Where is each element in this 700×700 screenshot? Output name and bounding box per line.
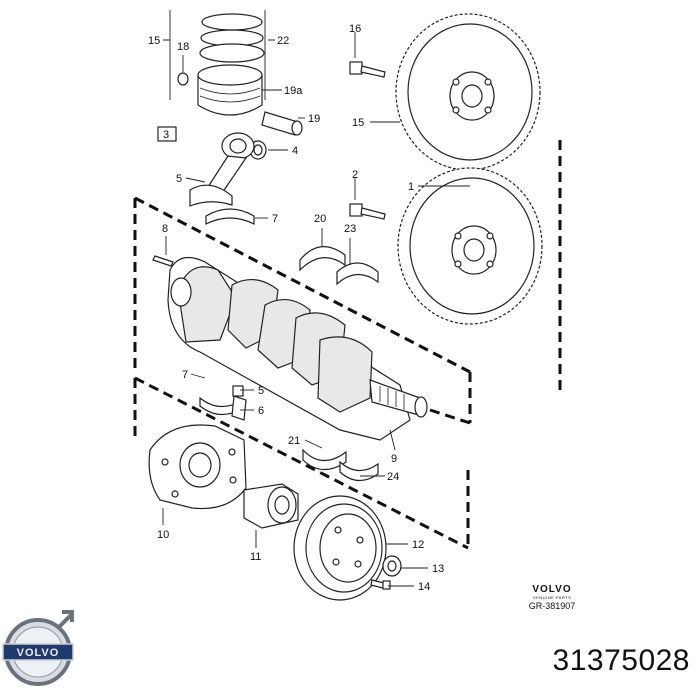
callout-4: 4 xyxy=(292,145,298,157)
crankshaft-group-outline xyxy=(133,196,472,425)
crank-pulley xyxy=(293,495,387,601)
svg-text:VOLVO: VOLVO xyxy=(17,647,60,659)
flywheel-upper xyxy=(395,13,541,171)
main-bearing-lower xyxy=(302,448,347,471)
leader-lines xyxy=(162,32,470,587)
callout-2: 2 xyxy=(352,169,358,181)
part-number: 31375028 xyxy=(552,644,690,677)
callout-7: 7 xyxy=(272,213,278,225)
callout-20: 22 xyxy=(277,35,289,47)
callout-9: 9 xyxy=(391,453,397,465)
callout-13: 13 xyxy=(432,563,444,575)
lower-group-outline xyxy=(133,376,470,550)
cap-bolt xyxy=(231,385,247,421)
callout-19: 19 xyxy=(308,113,320,125)
callout-14: 14 xyxy=(418,581,430,593)
callout-15: 15 xyxy=(352,117,364,129)
callout-8: 8 xyxy=(162,223,168,235)
callout-6: 6 xyxy=(258,405,264,417)
piston-pin-clip xyxy=(177,72,189,86)
thrust-bearing-lower xyxy=(339,460,379,482)
dowel-pin xyxy=(152,255,174,267)
callout-19a: 19a xyxy=(284,85,303,97)
flywheel-lower xyxy=(397,167,543,325)
callout-23: 23 xyxy=(344,223,356,235)
connecting-rod xyxy=(189,132,255,207)
callout-18: 18 xyxy=(177,41,189,53)
callout-21: 20 xyxy=(314,213,326,225)
brand-block: VOLVO GENUINE PARTS GR-381907 xyxy=(512,584,592,612)
reference-code: GR-381907 xyxy=(528,601,576,611)
callout-7-lower: 7 xyxy=(182,369,188,381)
main-bearing-upper xyxy=(299,246,346,272)
callout-16: 16 xyxy=(349,23,361,35)
callout-1: 1 xyxy=(408,181,414,193)
callout-5: 5 xyxy=(176,173,182,185)
piston xyxy=(197,64,263,116)
callout-24: 24 xyxy=(387,471,399,483)
callout-17: 15 xyxy=(148,35,160,47)
callout-12: 12 xyxy=(412,539,424,551)
flywheel-bolt-upper xyxy=(349,61,386,78)
thrust-bearing-upper xyxy=(336,262,379,286)
piston-rings xyxy=(169,10,266,100)
callout-5-lower: 5 xyxy=(258,385,264,397)
callout-10: 10 xyxy=(157,529,169,541)
info-box xyxy=(157,126,177,142)
callout-22: 21 xyxy=(288,435,300,447)
pulley-bolt xyxy=(382,555,402,577)
oil-pump-cover xyxy=(148,424,247,510)
flywheel-bolt-lower xyxy=(349,203,386,220)
rod-bearing-shells xyxy=(205,208,255,225)
crankshaft xyxy=(167,256,428,441)
callout-3: 3 xyxy=(163,129,169,141)
piston-pin xyxy=(261,111,303,136)
small-bolt xyxy=(370,579,391,590)
volvo-logo-icon: VOLVO xyxy=(2,610,74,686)
brand-name: VOLVO xyxy=(532,584,572,595)
crank-sprocket xyxy=(243,483,299,529)
callout-11: 11 xyxy=(250,551,261,563)
callout-labels: 15 18 22 19a 19 4 3 5 7 8 20 23 16 2 15 … xyxy=(148,23,444,593)
brand-subtitle: GENUINE PARTS xyxy=(532,595,572,600)
